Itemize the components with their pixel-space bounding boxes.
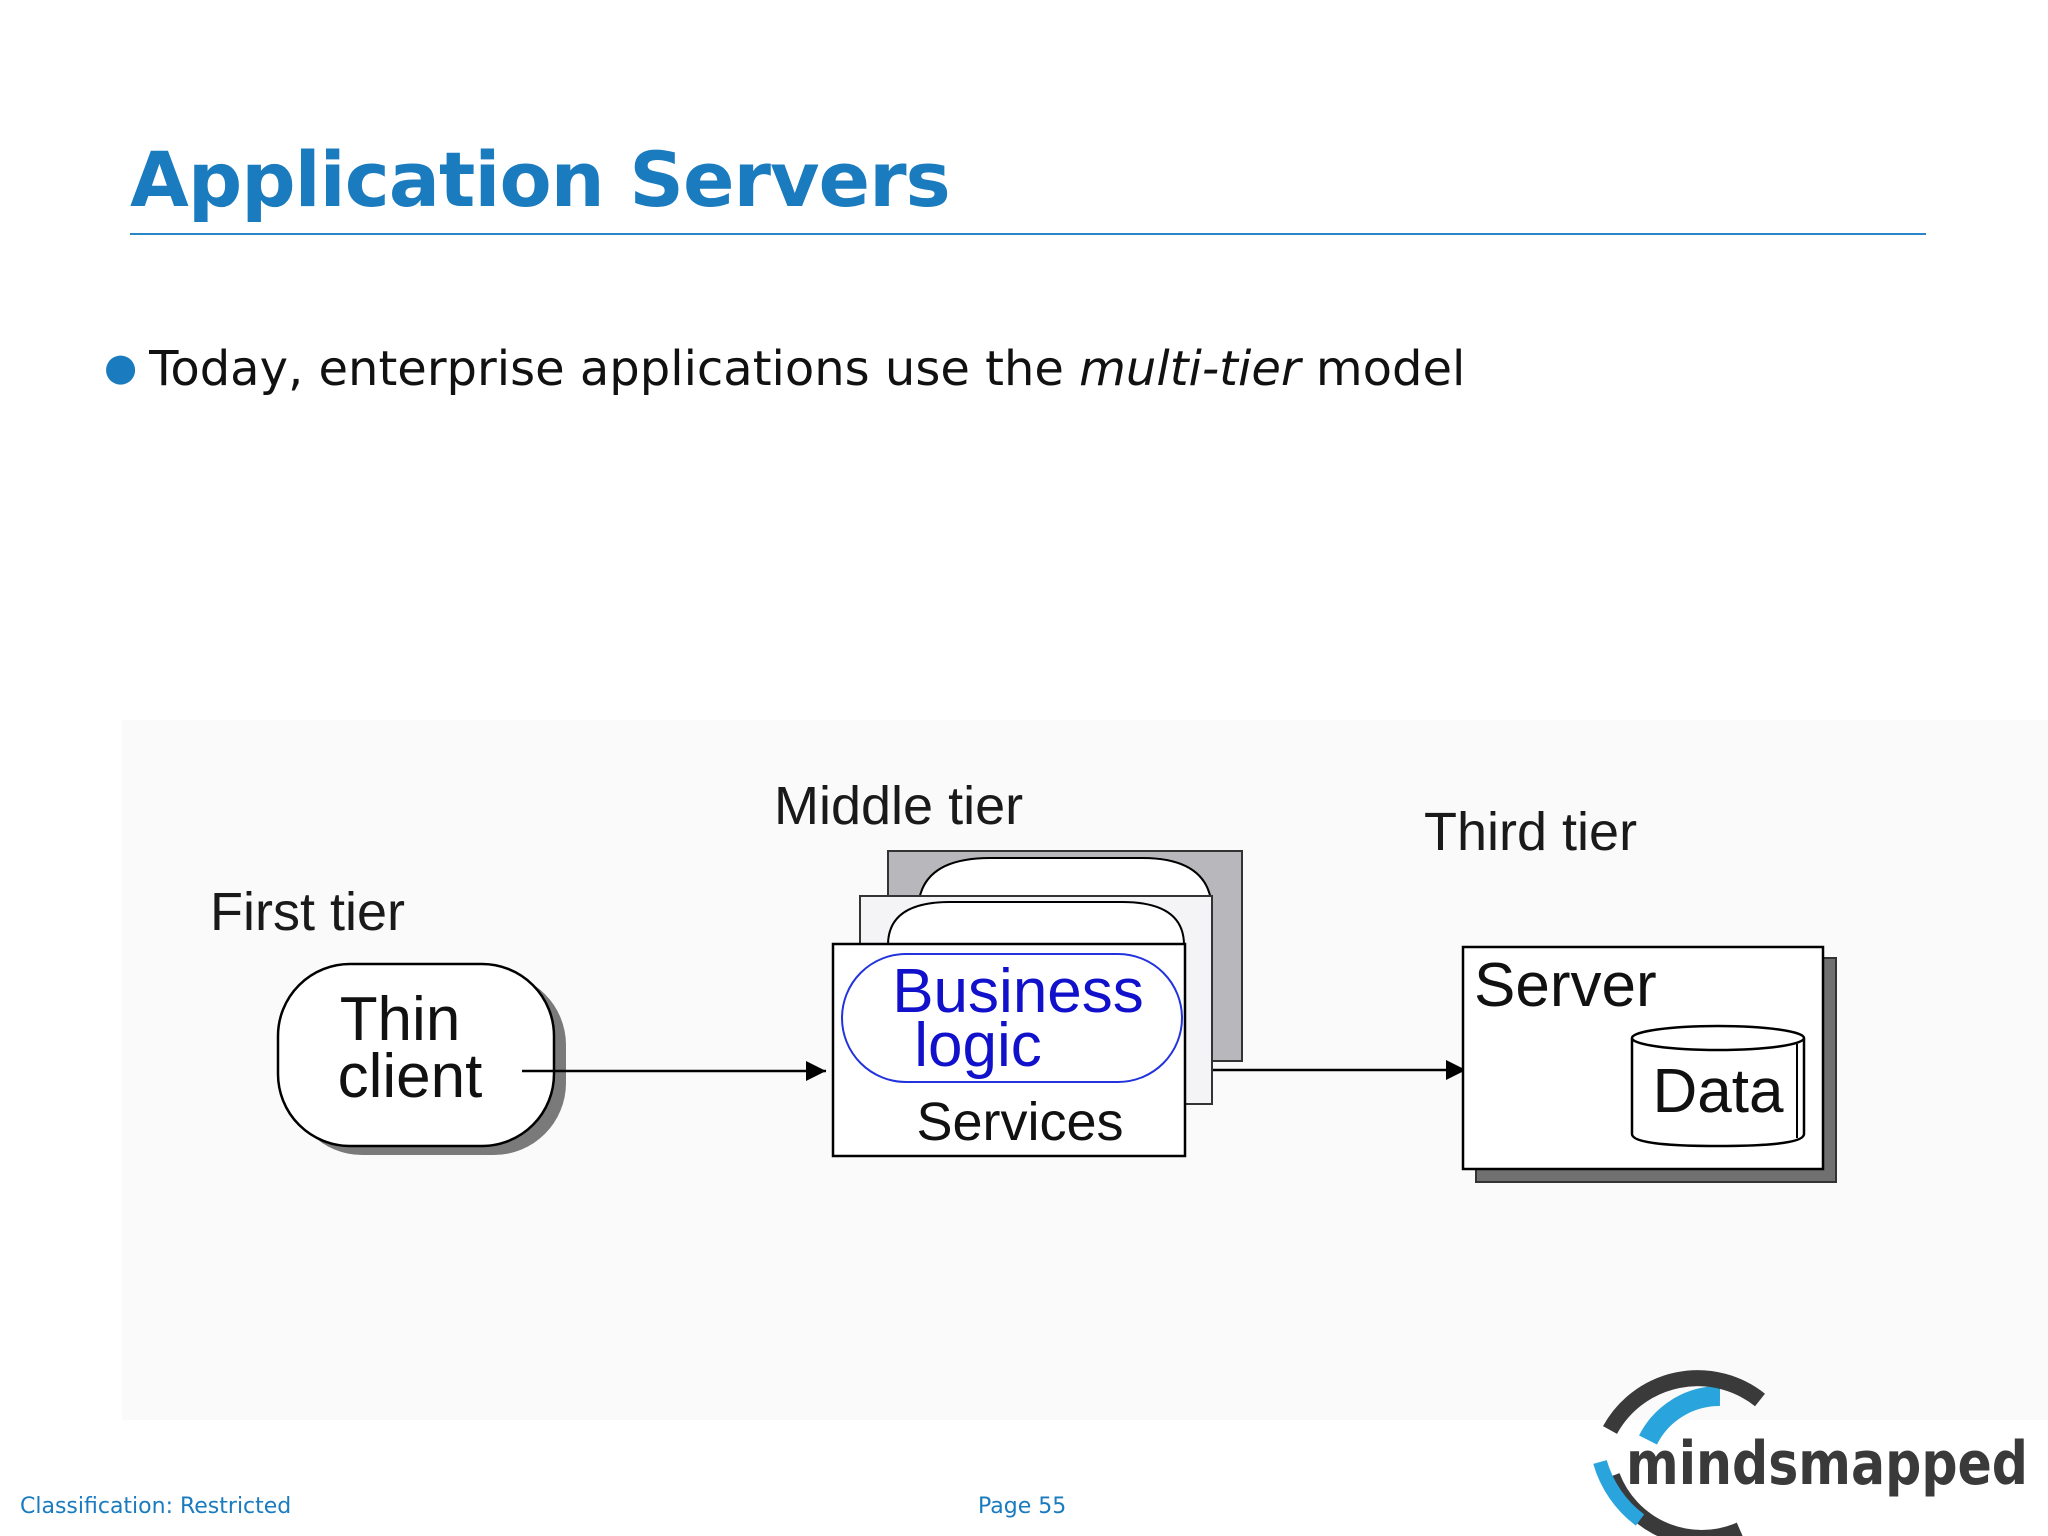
logo-ring-dark-top [1602, 1370, 1765, 1434]
third-tier-label: Third tier [1424, 802, 1637, 862]
data-cylinder-body [1630, 1038, 1806, 1148]
bullet-dot-icon: ● [104, 345, 138, 390]
classification-label: Classification: Restricted [20, 1494, 292, 1519]
business-logic-capsule [841, 953, 1183, 1083]
bullet-text-before: Today, enterprise applications use the [149, 341, 1080, 397]
logo-text: mindsmapped [1626, 1429, 2028, 1499]
middle-tier-label: Middle tier [774, 776, 1023, 836]
slide-title: Application Servers [130, 135, 951, 224]
bullet-text-after: model [1300, 341, 1466, 397]
first-tier-label: First tier [210, 882, 405, 942]
server-label: Server [1474, 951, 1657, 1020]
data-cylinder-top [1630, 1024, 1806, 1052]
bullet-text-emphasis: multi-tier [1079, 341, 1301, 397]
services-card-middle-tab [887, 901, 1185, 946]
services-label: Services [916, 1092, 1123, 1152]
bullet-item: ●Today, enterprise applications use the … [104, 343, 1465, 396]
thin-client-box [276, 962, 556, 1148]
title-underline [130, 233, 1926, 235]
thin-client-line2: client [338, 1042, 483, 1111]
logo-ring-blue-bottom [1593, 1459, 1645, 1526]
business-logic-line2: logic [914, 1011, 1042, 1080]
thin-client-line1: Thin [340, 985, 461, 1054]
logo-ring-blue [1639, 1385, 1721, 1445]
page-number: Page 55 [978, 1494, 1067, 1519]
data-label: Data [1653, 1057, 1784, 1126]
business-logic-line1: Business [892, 957, 1144, 1026]
mindsmapped-logo: mindsmapped [1593, 1370, 2028, 1536]
